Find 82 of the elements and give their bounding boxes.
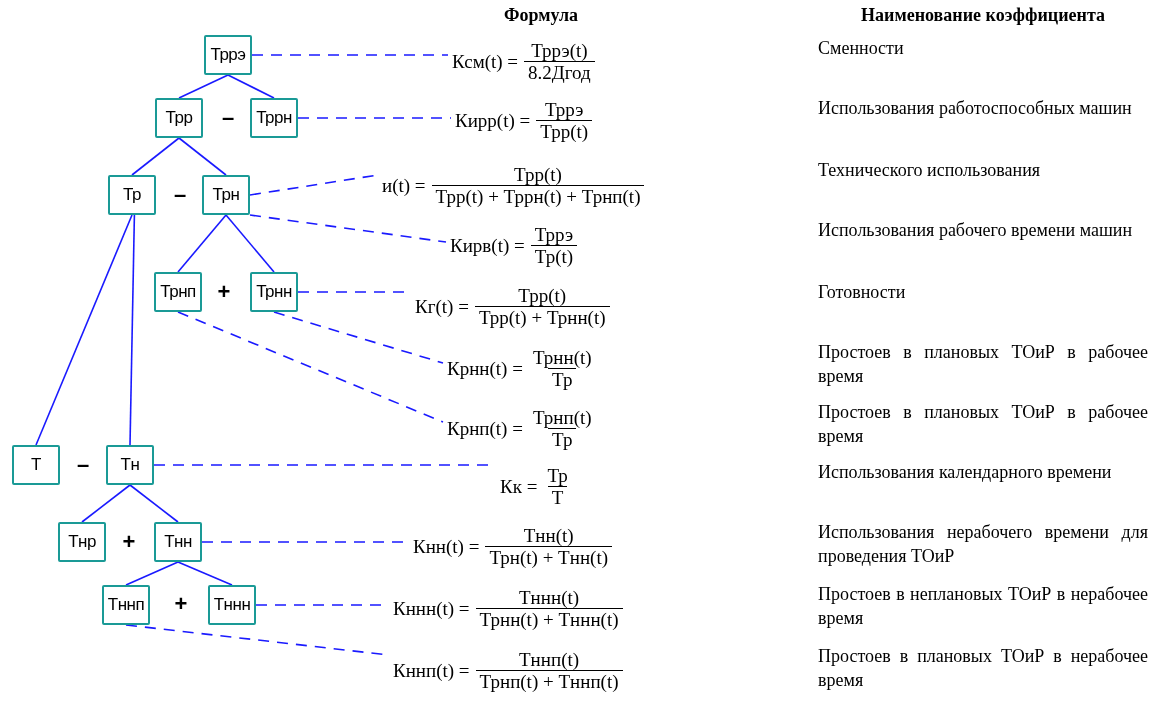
variable-box: Трнн [250,272,298,312]
formula-lhs: Кирв(t) = [450,234,525,257]
coefficient-name: Простоев в плановых ТОиР в нерабочее время [818,645,1148,692]
connector-line [81,484,131,523]
operator-sign: + [174,591,188,617]
formula-lhs: Ксм(t) = [452,50,519,73]
numerator: Тнн(t) [522,524,575,547]
denominator: Тр [548,368,577,392]
dashed-leader-line [177,311,444,423]
variable-box: Тр [108,175,156,215]
coefficient-name: Использования календарного времени [818,461,1113,484]
formula-lhs: Кнн(t) = [413,535,480,558]
variable-box: Тнн [154,522,202,562]
denominator: Трр(t) + Трнн(t) [474,306,610,330]
numerator: Трр(t) [517,284,568,307]
variable-box: Тррн [250,98,298,138]
connector-line [177,561,233,586]
formula-lhs: Кннп(t) = [393,659,470,682]
formula-lhs: Кирр(t) = [455,109,531,132]
operator-sign: – [76,452,90,478]
connector-line [35,214,133,446]
coefficient-name: Использования нерабочего времени для проведения ТОиР [818,521,1148,568]
numerator: Тррэ [543,98,585,121]
numerator: Тррэ(t) [530,39,589,62]
variable-box: Тррэ [204,35,252,75]
formula-lhs: и(t) = [382,174,426,197]
denominator: Трр(t) [536,120,593,144]
connector-line [131,137,180,176]
connector-line [125,561,179,586]
formula-lhs: Кг(t) = [415,295,469,318]
coefficient-name: Готовности [818,281,907,304]
denominator: Тр(t) [530,245,578,269]
connector-line [177,214,227,273]
operator-sign: + [217,279,231,305]
operator-sign: – [221,105,235,131]
numerator: Трнп(t) [531,406,593,429]
variable-box: Трн [202,175,250,215]
operator-sign: + [122,529,136,555]
denominator: 8.2Дгод [524,61,595,85]
denominator: Трн(t) + Тнн(t) [485,546,612,570]
coefficient-name: Простоев в неплановых ТОиР в нерабочее время [818,583,1148,630]
numerator: Трнн(t) [531,346,593,369]
denominator: Тр [548,428,577,452]
connector-line [225,214,275,273]
coefficient-name: Сменности [818,37,905,60]
variable-box: Трр [155,98,203,138]
numerator: Тннн(t) [518,586,581,609]
variable-box: Тннн [208,585,256,625]
variable-box: Т [12,445,60,485]
coefficient-name: Технического использования [818,159,1042,182]
numerator: Тррэ [533,223,575,246]
column-header: Наименование коэффициента [861,5,1105,26]
dashed-leader-line [251,54,449,56]
variable-box: Тнр [58,522,106,562]
formula-lhs: Кннн(t) = [393,597,470,620]
formula-lhs: Крнн(t) = [447,357,523,380]
coefficient-name: Простоев в плановых ТОиР в рабочее время [818,401,1148,448]
connector-line [178,74,229,99]
denominator: Т [547,486,568,510]
coefficient-name: Простоев в плановых ТОиР в рабочее время [818,341,1148,388]
dashed-leader-line [249,214,447,243]
denominator: Трр(t) + Тррн(t) + Трнп(t) [431,185,645,209]
dashed-leader-line [297,117,452,119]
variable-box: Тннп [102,585,150,625]
denominator: Трнн(t) + Тннн(t) [475,608,623,632]
denominator: Трнп(t) + Тннп(t) [475,670,623,694]
numerator: Трр(t) [513,163,563,186]
formula-lhs: Кк = [500,475,538,498]
numerator: Тр [546,464,569,487]
connector-line [129,214,136,446]
variable-box: Трнп [154,272,202,312]
dashed-leader-line [273,311,444,364]
coefficient-name: Использования рабочего времени машин [818,219,1134,242]
numerator: Тннп(t) [518,648,581,671]
operator-sign: – [173,182,187,208]
connector-line [129,484,179,523]
connector-line [227,74,275,99]
coefficient-name: Использования работоспособных машин [818,97,1133,120]
variable-box: Тн [106,445,154,485]
column-header: Формула [503,5,579,26]
formula-lhs: Крнп(t) = [447,417,523,440]
connector-line [178,137,227,176]
